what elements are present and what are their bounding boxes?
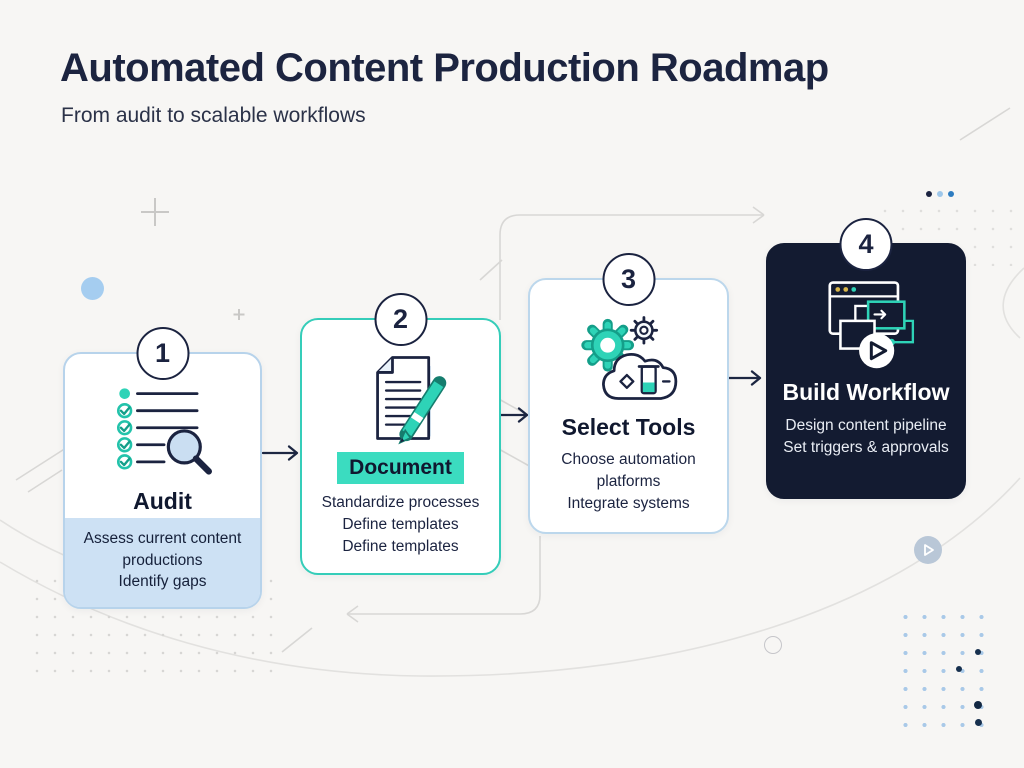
- gears-cloud-icon: [573, 306, 685, 410]
- step-card-audit: 1 Audit Assess current content productio…: [63, 327, 262, 609]
- step-line: Define templates: [342, 538, 459, 555]
- play-badge-icon: [914, 536, 942, 564]
- accent-dot: [956, 666, 962, 672]
- step-line: Design content pipeline: [785, 417, 947, 434]
- step-description: Design content pipeline Set triggers & a…: [773, 415, 958, 459]
- page-subtitle: From audit to scalable workflows: [61, 104, 366, 127]
- step-card-build-workflow: 4 Build Workflow Design content pipeline…: [766, 218, 966, 499]
- step-line: Set triggers & approvals: [783, 439, 949, 456]
- step-title: Audit: [133, 488, 192, 514]
- accent-dot: [948, 191, 954, 197]
- step-line: Assess current content productions: [83, 529, 242, 569]
- step-number: 3: [620, 264, 637, 294]
- step-number: 1: [154, 338, 171, 368]
- step-card-document: 2 Document Standardize processes Define …: [300, 293, 501, 575]
- step-card-select-tools: 3: [528, 253, 729, 534]
- step-line: Define templates: [342, 516, 459, 533]
- step-line: Choose automation platforms: [561, 451, 696, 490]
- step-line: Standardize processes: [321, 494, 480, 511]
- step-title: Select Tools: [561, 414, 696, 440]
- step-number-badge: 1: [136, 327, 189, 380]
- step-description: Assess current content productions Ident…: [65, 517, 260, 607]
- step-number: 2: [392, 304, 409, 334]
- accent-dot: [975, 719, 982, 726]
- accent-dot: [975, 649, 981, 655]
- step-line: Identify gaps: [118, 573, 207, 591]
- step-number-badge: 4: [839, 218, 893, 271]
- accent-dot: [937, 191, 943, 197]
- document-pen-icon: [345, 346, 457, 450]
- blue-circle-decoration: [81, 277, 104, 300]
- accent-dot: [926, 191, 932, 197]
- step-title: Build Workflow: [782, 379, 950, 405]
- workflow-play-icon: [810, 271, 922, 375]
- step-description: Standardize processes Define templates D…: [312, 492, 490, 558]
- page-title: Automated Content Production Roadmap: [60, 46, 829, 90]
- step-title-highlighted: Document: [337, 452, 464, 484]
- accent-dot: [974, 701, 982, 709]
- step-number-badge: 3: [602, 253, 655, 306]
- step-number-badge: 2: [374, 293, 427, 346]
- step-line: Integrate systems: [567, 495, 690, 512]
- step-number: 4: [858, 229, 874, 259]
- dot-grid-bottom-right: [896, 608, 992, 732]
- step-description: Choose automation platforms Integrate sy…: [530, 449, 727, 515]
- checklist-audit-icon: [107, 380, 219, 484]
- ring-decoration: [764, 636, 782, 654]
